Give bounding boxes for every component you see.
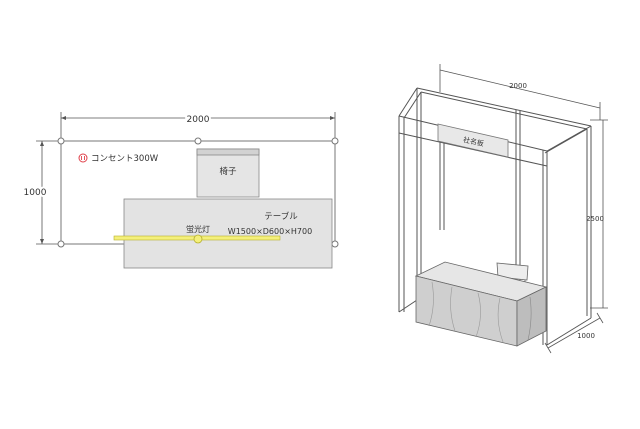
iso-width-dimension: 2000 <box>439 64 601 120</box>
plan-width-label: 2000 <box>187 115 210 125</box>
plan-table: テーブル W1500×D600×H700 <box>123 198 333 269</box>
outlet-icon <box>78 153 88 163</box>
iso-depth-dimension: 1000 <box>544 312 604 354</box>
plan-view: 2000 1000 コンセント300W <box>22 112 339 269</box>
outlet-label: コンセント300W <box>91 154 159 164</box>
iso-table <box>414 261 548 347</box>
sign-label: 社名板 <box>462 135 484 148</box>
iso-height-label: 2500 <box>586 215 604 223</box>
company-sign: 社名板 <box>437 123 509 158</box>
plan-frame-posts <box>57 137 339 248</box>
table-label: テーブル <box>264 211 298 222</box>
plan-depth-label: 1000 <box>24 188 47 198</box>
table-size-label: W1500×D600×H700 <box>228 227 312 236</box>
plan-chair: 椅子 <box>196 148 260 198</box>
iso-height-dimension: 2500 <box>586 119 608 309</box>
iso-depth-label: 1000 <box>577 332 595 340</box>
chair-label: 椅子 <box>219 166 237 177</box>
plan-width-dimension: 2000 <box>60 112 336 140</box>
light-label: 蛍光灯 <box>186 224 210 234</box>
iso-view: 2000 2500 1000 <box>398 64 608 354</box>
plan-depth-dimension: 1000 <box>22 140 61 245</box>
fluorescent-light: 蛍光灯 <box>113 224 281 244</box>
iso-width-label: 2000 <box>509 82 527 90</box>
